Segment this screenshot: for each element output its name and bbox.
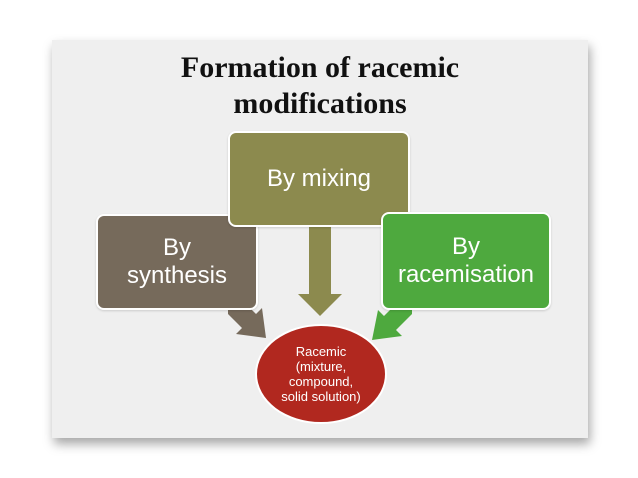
racemisation-line-1: By [451,233,480,260]
synthesis-line-2: synthesis [126,262,228,289]
title-line-1: Formation of racemic [180,51,460,84]
racemic-line-1: Racemic [295,344,347,359]
racemisation-arrow [372,306,412,340]
racemic-line-2: (mixture, [295,359,347,374]
slide: Formation of racemic modifications By sy… [52,40,588,438]
synthesis-arrow [228,306,266,338]
mixing-label: By mixing [266,165,372,192]
racemic-line-4: solid solution) [281,389,361,404]
title-line-2: modifications [233,87,407,120]
mixing-arrow [298,227,342,316]
by-mixing-box: By mixing [228,131,410,227]
racemisation-line-2: racemisation [397,261,535,288]
slide-title: Formation of racemic modifications [52,50,588,122]
by-synthesis-box: By synthesis [96,214,258,310]
racemic-ellipse: Racemic (mixture, compound, solid soluti… [255,324,387,424]
synthesis-line-1: By [162,234,191,261]
racemic-line-3: compound, [288,374,354,389]
by-racemisation-box: By racemisation [381,212,551,310]
